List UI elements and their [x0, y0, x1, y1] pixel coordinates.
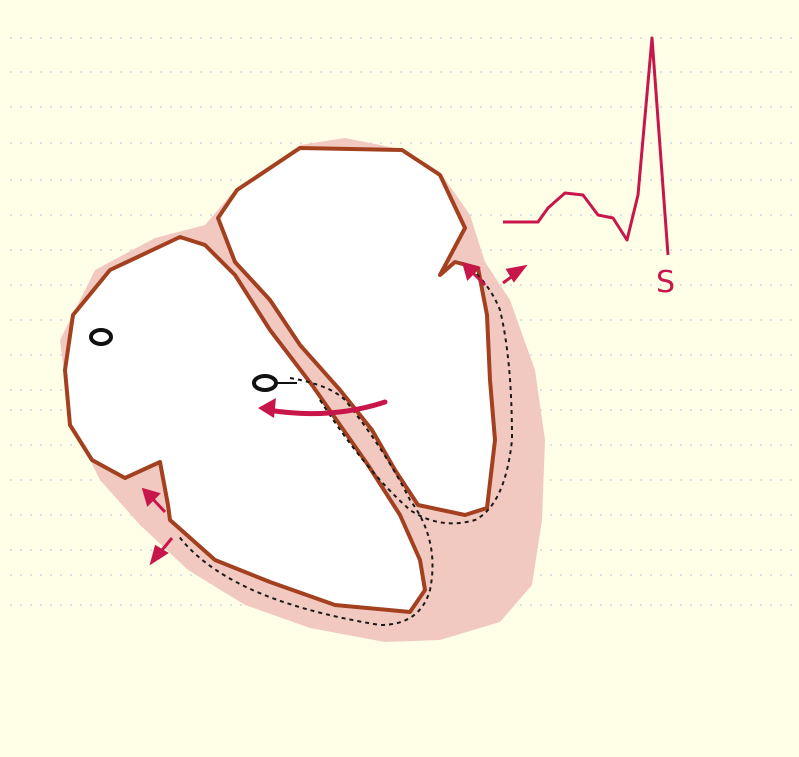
ecg-wave-label: S — [656, 265, 675, 300]
ecg-trace — [503, 38, 668, 255]
